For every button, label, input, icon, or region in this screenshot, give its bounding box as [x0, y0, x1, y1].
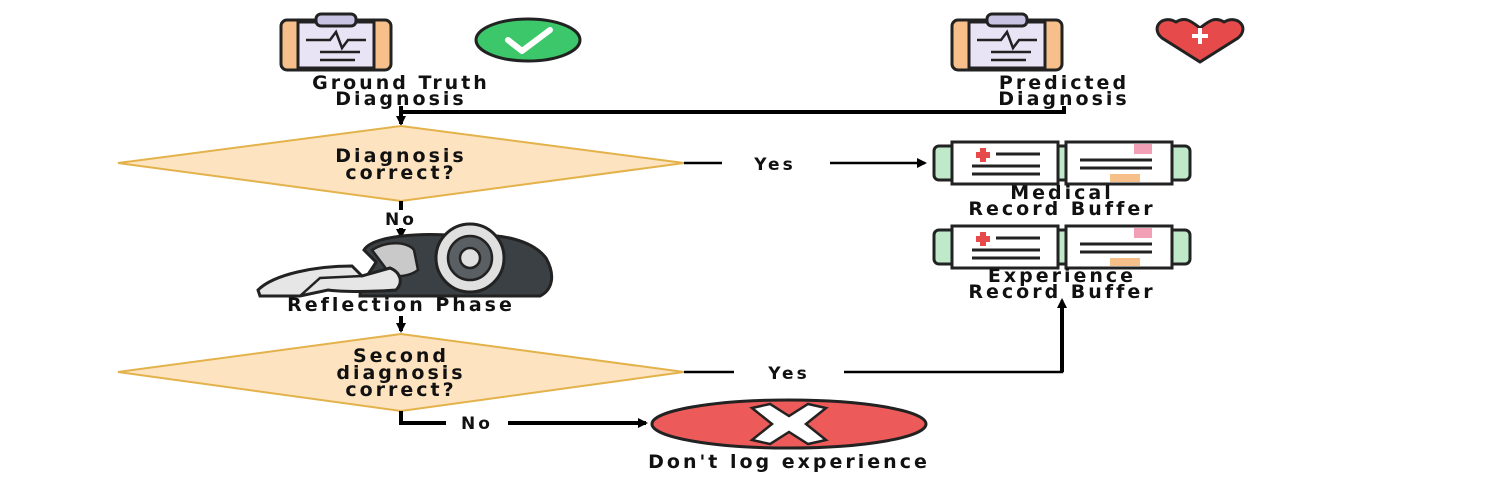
- yes1-label: Yes: [753, 155, 795, 175]
- predicted-to-decision-connector: [401, 106, 1066, 114]
- yes2-label: Yes: [767, 364, 809, 384]
- ground-truth-label-line2: Diagnosis: [335, 88, 466, 110]
- yes1-label-bg: [722, 153, 830, 173]
- predicted-label-line1: Predicted: [999, 72, 1129, 94]
- yes-edge-to-experience: [684, 298, 1067, 374]
- clipboard-check-icon: [279, 12, 582, 72]
- no-edge-to-dont-log: [399, 411, 648, 428]
- red-x-icon: [650, 398, 928, 450]
- decision2-label-line3: correct?: [345, 379, 456, 401]
- medical-buffer-label-line1: Medical: [1010, 182, 1114, 204]
- predicted-label-line2: Diagnosis: [998, 88, 1129, 110]
- experience-buffer-label-line2: Record Buffer: [968, 281, 1155, 303]
- medical-record-icon: [932, 224, 1192, 270]
- no1-label: No: [385, 210, 417, 230]
- decision2-label-line1: Second: [353, 345, 449, 367]
- ground-truth-label-line1: Ground Truth: [312, 72, 490, 94]
- yes2-label-bg: [734, 362, 844, 382]
- reflection-label: Reflection Phase: [287, 294, 515, 316]
- medical-record-icon: [932, 140, 1192, 186]
- experience-buffer-label-line1: Experience: [988, 265, 1136, 287]
- medical-buffer-label-line2: Record Buffer: [968, 198, 1155, 220]
- no2-label-bg: [446, 414, 508, 432]
- no2-label: No: [461, 414, 493, 434]
- no1-label-bg: [370, 210, 432, 228]
- thinking-head-gear-icon: [256, 222, 554, 298]
- decision1-label-line1: Diagnosis: [335, 145, 466, 167]
- clipboard-heart-icon: [950, 12, 1245, 72]
- decision2-label-line2: diagnosis: [336, 362, 465, 384]
- dont-log-label: Don't log experience: [648, 451, 930, 473]
- decision1-label-line2: correct?: [345, 162, 456, 184]
